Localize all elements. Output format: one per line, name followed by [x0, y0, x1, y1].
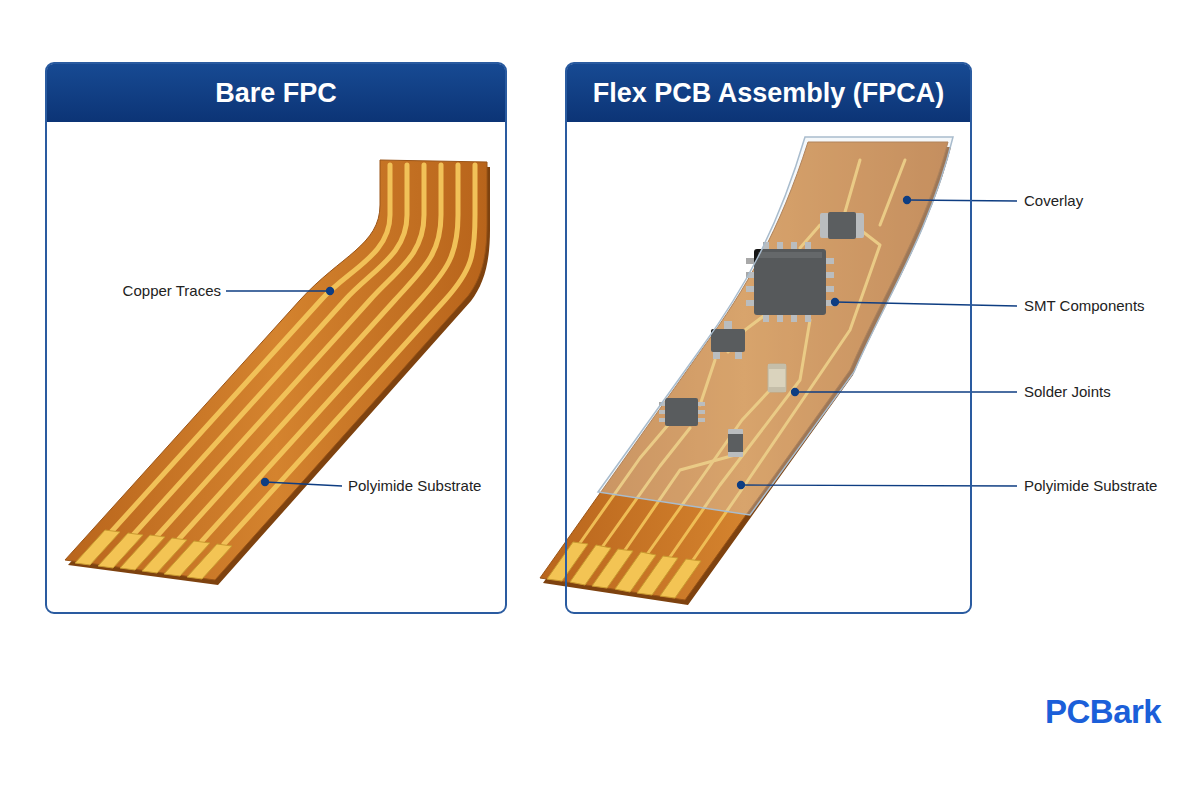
part-label: Copper Traces	[123, 282, 221, 300]
part-label: Polyimide Substrate	[1024, 477, 1157, 495]
leader-lines	[226, 197, 1017, 489]
part-label: SMT Components	[1024, 297, 1145, 315]
panel-title: Bare FPC	[47, 64, 505, 122]
panel-box: Bare FPC	[45, 62, 507, 614]
part-label: Polyimide Substrate	[348, 477, 481, 495]
coverlay-film	[598, 137, 953, 515]
part-label: Coverlay	[1024, 192, 1083, 210]
panel-box: Flex PCB Assembly (FPCA)	[565, 62, 972, 614]
fpca-strip	[540, 137, 953, 605]
bare-fpc-strip	[65, 160, 490, 585]
part-label: Solder Joints	[1024, 383, 1111, 401]
brand-logo: PCBark	[1045, 692, 1161, 732]
panel-title: Flex PCB Assembly (FPCA)	[567, 64, 970, 122]
